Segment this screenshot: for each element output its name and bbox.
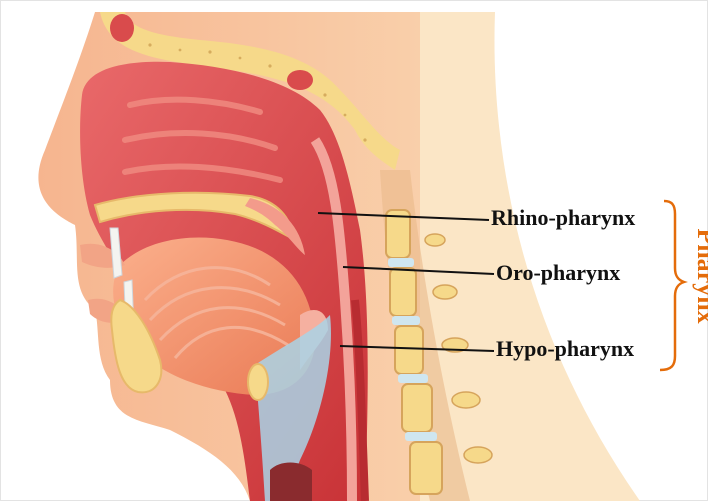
pharynx-bracket (660, 201, 684, 370)
oro-pharynx-label: Oro-pharynx (496, 262, 620, 284)
hypo-pharynx-label: Hypo-pharynx (496, 338, 634, 360)
trachea (270, 463, 312, 501)
pharynx-group-label: Pharynx (693, 228, 708, 323)
hyoid-bone (248, 364, 268, 400)
rhino-pharynx-label: Rhino-pharynx (491, 207, 635, 229)
